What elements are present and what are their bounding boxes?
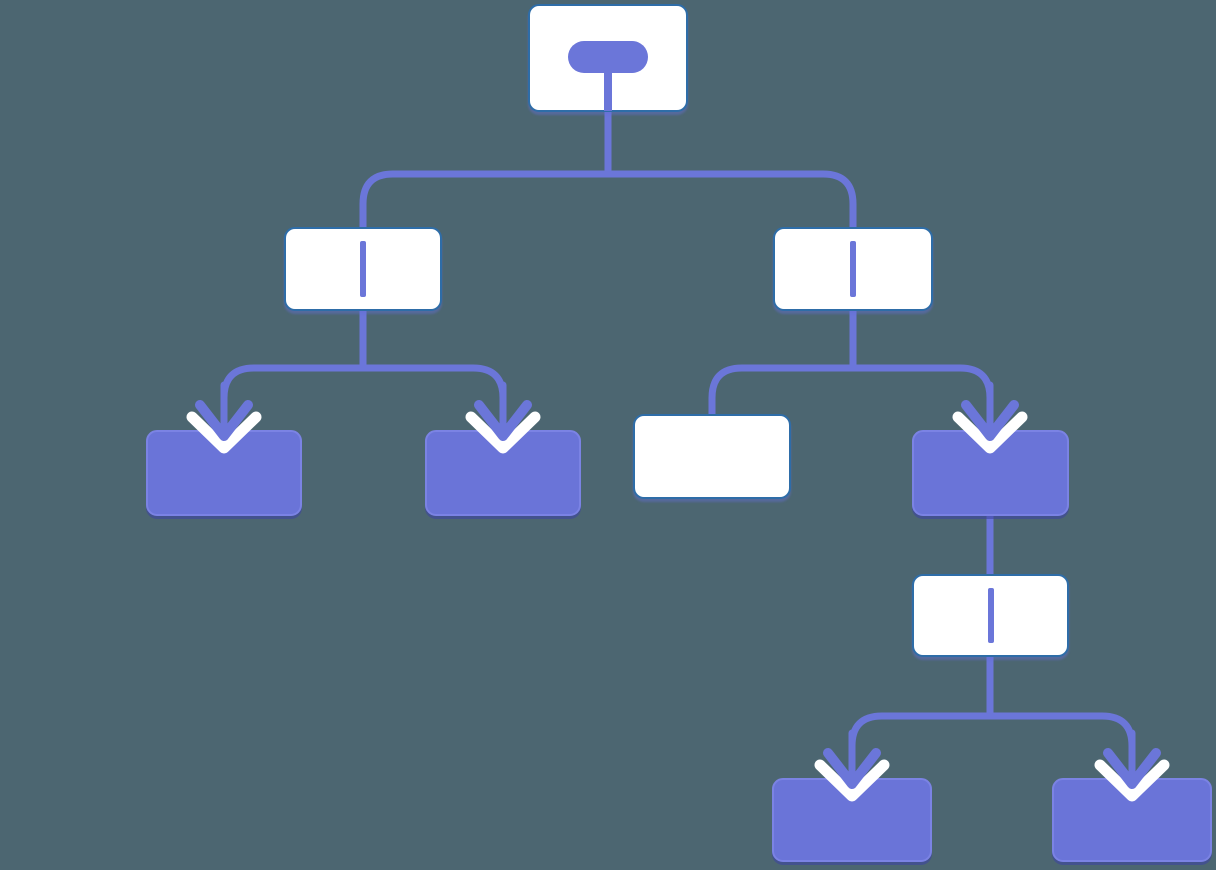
root-node[interactable] [528,4,688,112]
edge-branch-left-to-leaves [220,364,507,420]
branch-right-node[interactable] [773,227,933,311]
leaf-5-node[interactable] [1052,778,1212,862]
leaf-4-node[interactable] [772,778,932,862]
collapsed-node[interactable] [912,430,1069,516]
leaf-1-node[interactable] [146,430,302,516]
root-pill-icon [568,41,648,73]
vertical-divider-icon [360,241,366,297]
vertical-divider-icon [987,588,994,643]
vertical-divider-icon [850,241,856,297]
edge-root-to-branches [359,170,857,227]
leaf-3-node[interactable] [633,414,791,499]
branch-bottom-node[interactable] [912,574,1069,657]
edge-branch-right-to-children [708,364,994,420]
branch-left-node[interactable] [284,227,442,311]
leaf-2-node[interactable] [425,430,581,516]
root-pill-stem-icon [604,68,612,111]
edge-branch-bottom-to-leaves [848,712,1136,768]
